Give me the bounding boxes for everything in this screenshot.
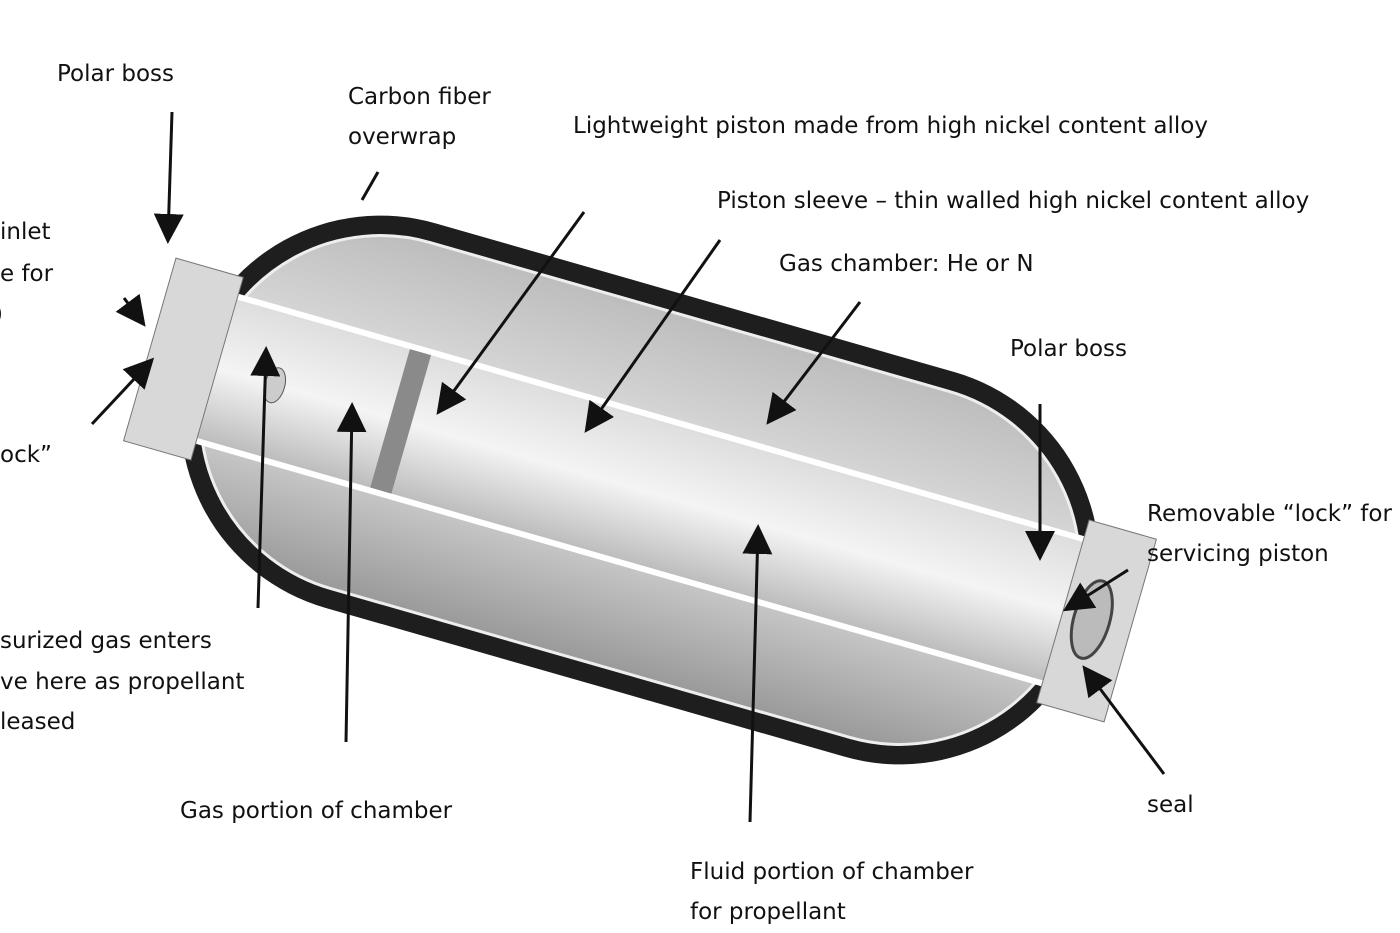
piston xyxy=(370,349,432,494)
label-polar-boss-right: Polar boss xyxy=(1010,336,1128,362)
label-lock-right-2: servicing piston xyxy=(1147,541,1329,567)
label-inlet-1: inlet xyxy=(0,219,51,245)
label-fluid-portion-1: Fluid portion of chamber xyxy=(690,859,974,885)
label-piston: Lightweight piston made from high nickel… xyxy=(573,113,1208,139)
label-seal: seal xyxy=(1147,792,1194,818)
label-carbon-fiber-2: overwrap xyxy=(348,124,457,150)
label-lock-right-1: Removable “lock” for xyxy=(1147,501,1392,527)
label-lock-left: ock” xyxy=(0,442,52,468)
leader-lines xyxy=(90,111,1166,823)
label-gas-chamber: Gas chamber: He or N xyxy=(779,251,1034,277)
label-carbon-fiber: Carbon fiber xyxy=(348,84,491,110)
polar-boss-left xyxy=(122,257,244,461)
label-fluid-portion-2: for propellant xyxy=(690,899,846,925)
label-inlet-3: ) xyxy=(0,294,3,334)
label-sleeve: Piston sleeve – thin walled high nickel … xyxy=(717,188,1310,214)
label-inlet-2: e for xyxy=(0,261,54,287)
label-gas-enters-2: ve here as propellant xyxy=(0,669,245,695)
label-polar-boss-left: Polar boss xyxy=(57,61,175,87)
label-gas-enters-3: leased xyxy=(0,709,76,735)
label-gas-enters-1: surized gas enters xyxy=(0,628,212,654)
label-gas-portion: Gas portion of chamber xyxy=(180,798,453,824)
